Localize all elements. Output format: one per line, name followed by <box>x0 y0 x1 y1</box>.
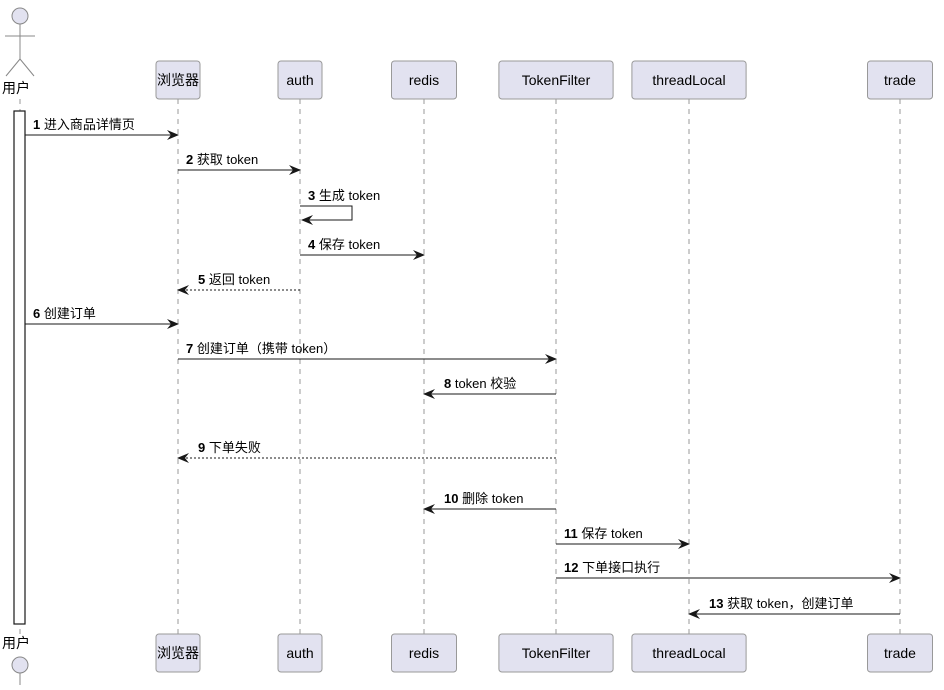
message-number: 3 <box>308 188 319 203</box>
participant-label: threadLocal <box>652 645 725 661</box>
message-number: 12 <box>564 560 582 575</box>
participant-top-TokenFilter: TokenFilter <box>498 60 614 100</box>
message-label: 2 获取 token <box>186 152 258 167</box>
message-text: 生成 token <box>319 188 380 203</box>
message-number: 1 <box>33 117 44 132</box>
participant-label: 浏览器 <box>157 72 199 88</box>
participant-bottom-trade: trade <box>867 633 933 673</box>
message-number: 13 <box>709 596 727 611</box>
participant-label: redis <box>409 72 439 88</box>
message-11: 11 保存 token <box>556 526 690 549</box>
participant-box <box>277 60 323 100</box>
message-text: token 校验 <box>455 376 516 391</box>
message-3: 3 生成 token <box>300 188 380 225</box>
participant-box <box>155 60 201 100</box>
message-label: 8 token 校验 <box>444 376 516 391</box>
participant-bottom-auth: auth <box>277 633 323 673</box>
participant-box <box>631 60 747 100</box>
message-label: 7 创建订单（携带 token） <box>186 341 336 356</box>
message-text: 下单接口执行 <box>582 560 660 575</box>
participant-top-auth: auth <box>277 60 323 100</box>
participant-label: redis <box>409 645 439 661</box>
participant-box <box>155 633 201 673</box>
participant-box <box>498 60 614 100</box>
participant-label: TokenFilter <box>522 72 591 88</box>
message-number: 8 <box>444 376 455 391</box>
message-label: 3 生成 token <box>308 188 380 203</box>
message-number: 4 <box>308 237 319 252</box>
message-text: 获取 token <box>197 152 258 167</box>
message-text: 保存 token <box>319 237 380 252</box>
message-text: 获取 token，创建订单 <box>727 596 853 611</box>
participant-box <box>867 633 933 673</box>
message-7: 7 创建订单（携带 token） <box>178 341 557 364</box>
message-6: 6 创建订单 <box>25 306 179 329</box>
participant-box <box>631 633 747 673</box>
message-12: 12 下单接口执行 <box>556 560 901 583</box>
actor-label: 用户 <box>2 635 30 651</box>
message-number: 7 <box>186 341 197 356</box>
message-text: 进入商品详情页 <box>44 117 135 132</box>
participant-label: TokenFilter <box>522 645 591 661</box>
participant-label: threadLocal <box>652 72 725 88</box>
message-label: 10 删除 token <box>444 491 524 506</box>
message-text: 保存 token <box>581 526 642 541</box>
actor-leg <box>19 58 35 77</box>
message-label: 1 进入商品详情页 <box>33 117 135 132</box>
message-number: 2 <box>186 152 197 167</box>
participant-box <box>391 633 457 673</box>
message-number: 5 <box>198 272 209 287</box>
message-text: 删除 token <box>462 491 523 506</box>
participant-label: auth <box>286 72 313 88</box>
participant-top-threadLocal: threadLocal <box>631 60 747 100</box>
participant-label: trade <box>884 645 916 661</box>
actor-label: 用户 <box>2 80 30 96</box>
actor-top: 用户 <box>2 7 35 96</box>
message-1: 1 进入商品详情页 <box>25 117 179 140</box>
message-text: 返回 token <box>209 272 270 287</box>
message-label: 4 保存 token <box>308 237 380 252</box>
actor-leg <box>5 58 21 77</box>
participant-box <box>277 633 323 673</box>
participant-label: 浏览器 <box>157 645 199 661</box>
message-number: 6 <box>33 306 44 321</box>
participant-box <box>867 60 933 100</box>
actor-head-icon <box>11 7 29 25</box>
participant-top-redis: redis <box>391 60 457 100</box>
message-2: 2 获取 token <box>178 152 301 175</box>
participant-bottom-浏览器: 浏览器 <box>155 633 201 673</box>
message-10: 10 删除 token <box>423 491 556 514</box>
participant-bottom-threadLocal: threadLocal <box>631 633 747 673</box>
participant-box <box>391 60 457 100</box>
participant-top-trade: trade <box>867 60 933 100</box>
message-text: 创建订单 <box>44 306 96 321</box>
message-5: 5 返回 token <box>177 272 300 295</box>
actor-bottom: 用户 <box>2 635 30 685</box>
activation-bar <box>13 110 26 625</box>
message-number: 11 <box>564 526 581 541</box>
message-8: 8 token 校验 <box>423 376 556 399</box>
message-text: 创建订单（携带 token） <box>197 341 336 356</box>
participant-label: auth <box>286 645 313 661</box>
message-number: 9 <box>198 440 209 455</box>
message-arrow <box>300 205 353 225</box>
actor-head-icon <box>11 656 29 674</box>
message-label: 5 返回 token <box>198 272 270 287</box>
message-number: 10 <box>444 491 462 506</box>
participant-bottom-TokenFilter: TokenFilter <box>498 633 614 673</box>
message-label: 6 创建订单 <box>33 306 96 321</box>
participant-top-浏览器: 浏览器 <box>155 60 201 100</box>
message-9: 9 下单失败 <box>177 440 556 463</box>
participant-bottom-redis: redis <box>391 633 457 673</box>
participant-box <box>498 633 614 673</box>
message-label: 11 保存 token <box>564 526 643 541</box>
message-label: 12 下单接口执行 <box>564 560 660 575</box>
message-text: 下单失败 <box>209 440 261 455</box>
message-13: 13 获取 token，创建订单 <box>688 596 900 619</box>
message-4: 4 保存 token <box>300 237 425 260</box>
message-label: 13 获取 token，创建订单 <box>709 596 854 611</box>
message-label: 9 下单失败 <box>198 440 261 455</box>
participant-label: trade <box>884 72 916 88</box>
